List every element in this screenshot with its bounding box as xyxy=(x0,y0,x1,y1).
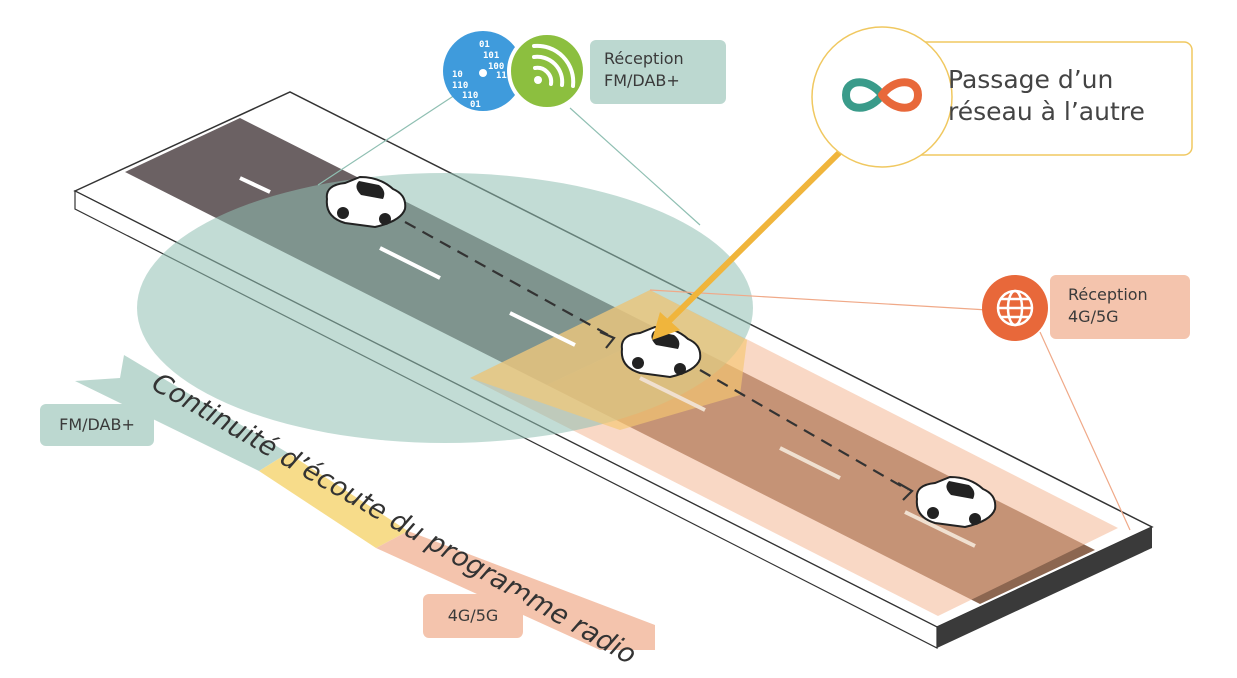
leader-lines xyxy=(317,94,1131,531)
binary-data-icon: 01 101 100 10 11 110 110 01 xyxy=(443,31,523,111)
binary-digit: 11 xyxy=(496,71,507,81)
reception-4g-line1: Réception xyxy=(1068,285,1148,304)
fm-dab-tag: FM/DAB+ xyxy=(40,404,154,446)
binary-digit: 01 xyxy=(479,40,490,50)
reception-fm-label: Réception FM/DAB+ xyxy=(590,40,726,104)
passage-callout xyxy=(811,26,1193,168)
binary-digit: 01 xyxy=(470,100,481,110)
reception-4g-line2: 4G/5G xyxy=(1068,307,1119,326)
banner-salmon-part xyxy=(376,531,655,650)
reception-fm-line2: FM/DAB+ xyxy=(604,71,680,90)
infinity-icon xyxy=(841,78,923,112)
trajectory-arrowhead-1 xyxy=(599,330,616,349)
trajectory-arrowhead-2 xyxy=(897,482,914,501)
passage-line2: réseau à l’autre xyxy=(948,97,1145,126)
banner-yellow-part xyxy=(259,453,408,548)
binary-digit: 101 xyxy=(483,51,499,61)
binary-digit: 10 xyxy=(452,70,463,80)
binary-digit: 110 xyxy=(462,91,478,101)
arrow-icon xyxy=(652,149,843,340)
lane-markings xyxy=(239,176,976,548)
g-tag: 4G/5G xyxy=(423,594,523,638)
car-icon xyxy=(620,325,702,379)
car-icon xyxy=(915,475,997,529)
car-trajectory xyxy=(404,221,909,491)
broadcast-signal-icon xyxy=(507,31,587,111)
binary-digit: 100 xyxy=(488,62,504,72)
reception-4g-label: Réception 4G/5G xyxy=(1050,275,1190,339)
globe-icon xyxy=(982,275,1048,341)
road-slab-side xyxy=(937,527,1152,648)
banner-green-part xyxy=(75,355,288,471)
network-switch-label: Passage d’un réseau à l’autre xyxy=(948,64,1188,128)
passage-line1: Passage d’un xyxy=(948,65,1114,94)
car-icon xyxy=(325,175,407,229)
binary-digit: 110 xyxy=(452,81,468,91)
reception-fm-line1: Réception xyxy=(604,49,684,68)
